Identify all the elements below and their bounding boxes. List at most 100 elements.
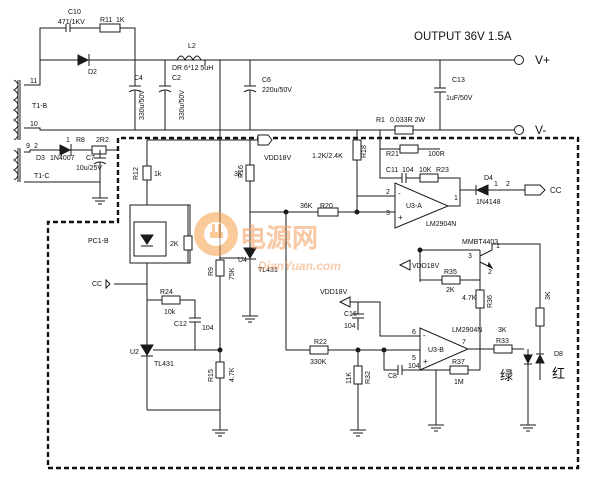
- r35-label: R35: [444, 269, 457, 276]
- r21-value: 100R: [428, 151, 445, 158]
- r32-label: R32: [365, 371, 372, 384]
- t1-pin11: 11: [30, 78, 37, 85]
- r-led-resistor: [535, 307, 545, 327]
- u2-tl431: [140, 344, 154, 356]
- c6-value: 220u/50V: [262, 87, 292, 94]
- vminus-terminal: [514, 125, 524, 135]
- control-boundary: [46, 136, 580, 470]
- l2-value: DR 6*12 5uH: [172, 65, 213, 72]
- r16-value: 3K: [234, 171, 243, 178]
- r24-value: 10k: [164, 309, 176, 316]
- d3-value: 1N4007: [50, 155, 75, 162]
- r9-label: R9: [208, 267, 215, 276]
- vdd18v-mid-arrow: [398, 259, 411, 271]
- u3b-label: U3-B: [428, 347, 444, 354]
- led-green-label: 绿: [500, 368, 513, 383]
- r12-resistor: [142, 165, 152, 181]
- c16-value: 104: [344, 323, 356, 330]
- u4-part: TL431: [258, 267, 278, 274]
- c13-value: 1uF/50V: [446, 95, 473, 102]
- u3b-pin5: 5: [412, 355, 416, 362]
- r23-label: R23: [436, 167, 449, 174]
- c16-label: C16: [344, 311, 357, 318]
- r23-resistor: [419, 173, 439, 183]
- c11-label: C11: [386, 167, 398, 174]
- vminus-label: V-: [535, 123, 546, 137]
- r36-label: R36: [487, 295, 494, 308]
- q-arrow: [487, 261, 494, 270]
- u3a-pin1: 1: [454, 195, 458, 202]
- c10-value: 471/1KV: [58, 19, 85, 26]
- c4-capacitor: [128, 60, 142, 130]
- d3-pin1: 1: [66, 137, 70, 144]
- u3a-label: U3-A: [406, 203, 422, 210]
- c12-label: C12: [174, 321, 187, 328]
- u3b-minus: -: [423, 331, 426, 340]
- r8-resistor: [91, 145, 107, 155]
- d4-pin1: 1: [494, 181, 498, 188]
- r36-resistor: [475, 289, 485, 309]
- q-pin3: 3: [468, 253, 472, 260]
- u3a-plus: +: [398, 213, 403, 222]
- r16-resistor: [245, 164, 255, 182]
- watermark-cn: 电源网: [240, 223, 318, 253]
- vdd18v-mid: VDD18V: [412, 263, 440, 270]
- d3-diode: [59, 144, 72, 156]
- r15-value: 4.7K: [229, 367, 236, 382]
- r35-value: 2K: [446, 287, 455, 294]
- r22-label: R22: [314, 339, 327, 346]
- r37-value: 1M: [454, 379, 464, 386]
- d4-pin2: 2: [506, 181, 510, 188]
- r18-label: R18: [361, 145, 368, 158]
- u4-tl431: [243, 247, 257, 259]
- t1-pin2: 2: [34, 143, 38, 150]
- u4-label: U4: [238, 257, 247, 264]
- r1-shunt: [394, 125, 414, 135]
- vplus-label: V+: [535, 53, 550, 67]
- r35-resistor: [441, 275, 461, 285]
- pc1-led: [140, 234, 154, 245]
- c7-capacitor: [93, 150, 107, 182]
- r1-label: R1: [376, 117, 385, 124]
- r32-resistor: [353, 365, 363, 385]
- cc-output-label: CC: [550, 186, 562, 195]
- u3a-pin3: 3: [386, 210, 390, 217]
- c6-capacitor: [243, 60, 257, 130]
- d2-diode: [77, 54, 90, 66]
- u3a-minus: -: [398, 189, 401, 198]
- d4-label: D4: [484, 175, 493, 182]
- cc-output-arrow: [524, 184, 546, 196]
- c4-label: C4: [134, 75, 143, 82]
- r15-label: R15: [208, 369, 215, 382]
- vdd18v-top: VDD18V: [264, 155, 292, 162]
- d4-value: 1N4148: [476, 199, 501, 206]
- r12-value: 1k: [154, 171, 162, 178]
- t1-c-label: T1-C: [34, 173, 50, 180]
- r8-label: R8: [76, 137, 85, 144]
- r37-resistor: [449, 365, 469, 375]
- r21-resistor: [399, 144, 419, 154]
- d3-label: D3: [36, 155, 45, 162]
- c2-capacitor: [158, 60, 172, 130]
- r33-label: R33: [496, 338, 509, 345]
- vplus-terminal: [514, 55, 524, 65]
- c13-capacitor: [434, 60, 446, 130]
- pc1-r2k: [183, 235, 193, 251]
- u3a-part: LM2904N: [426, 221, 456, 228]
- q-pin1: 1: [496, 243, 500, 250]
- r22-resistor: [309, 345, 329, 355]
- d2-label: D2: [88, 69, 97, 76]
- q-part: MMBT4403: [462, 239, 498, 246]
- c13-label: C13: [452, 77, 465, 84]
- r20-label: R20: [320, 203, 333, 210]
- u3b-opamp: [419, 327, 470, 371]
- led-red-label: 红: [552, 366, 565, 381]
- r24-resistor: [161, 295, 181, 305]
- r22-value: 330K: [310, 359, 327, 366]
- c7-value: 10u/25V: [76, 165, 102, 172]
- r32-value: 11K: [346, 372, 353, 384]
- r36-value: 4.7K: [462, 295, 477, 302]
- d4-diode: [475, 184, 489, 196]
- u3a-pin2: 2: [386, 189, 390, 196]
